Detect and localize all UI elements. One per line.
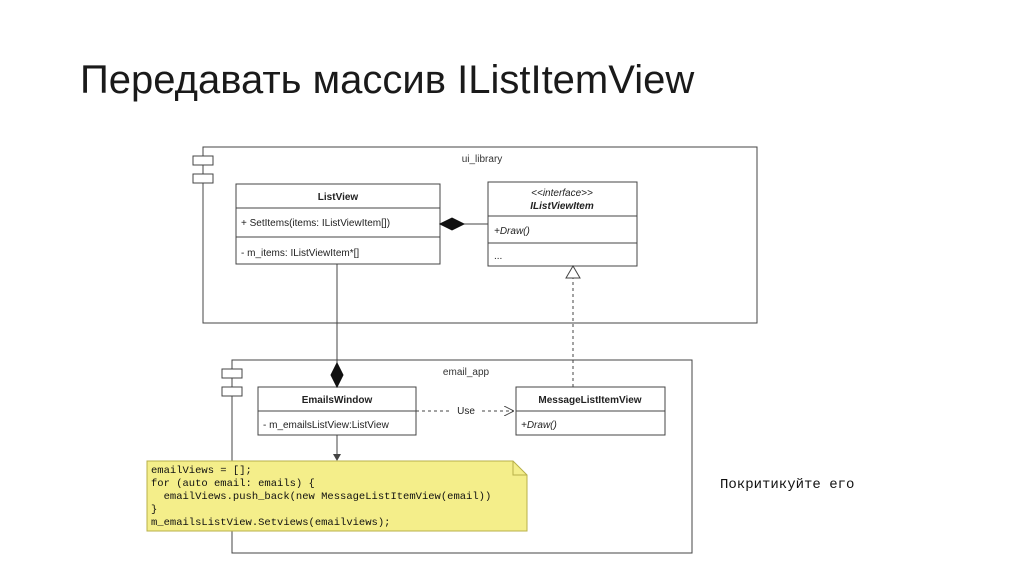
code-line: emailViews = []; bbox=[151, 465, 252, 477]
class-name: EmailsWindow bbox=[302, 395, 373, 406]
slide-title: Передавать массив IListItemView bbox=[80, 58, 695, 102]
class-field: ... bbox=[494, 251, 502, 262]
class-ilistviewitem: <<interface>> IListViewItem +Draw() ... bbox=[487, 181, 638, 267]
dependency-label: Use bbox=[457, 406, 475, 417]
class-name: IListViewItem bbox=[530, 201, 594, 212]
class-listview: ListView + SetItems(items: IListViewItem… bbox=[235, 183, 441, 265]
class-field: - m_items: IListViewItem*[] bbox=[241, 248, 359, 259]
composition-diamond bbox=[330, 361, 344, 389]
class-emailswindow: EmailsWindow - m_emailsListView:ListView bbox=[257, 386, 417, 436]
class-name: ListView bbox=[318, 192, 359, 203]
code-line: } bbox=[151, 504, 157, 516]
package-label-email-app: email_app bbox=[443, 367, 490, 378]
component-tab-bottom bbox=[192, 173, 214, 184]
class-stereotype: <<interface>> bbox=[531, 188, 593, 199]
package-label-ui-library: ui_library bbox=[462, 154, 503, 165]
component-tab-top bbox=[192, 155, 214, 166]
composition-emailswindow-listview bbox=[330, 264, 344, 389]
code-line: emailViews.push_back(new MessageListItem… bbox=[151, 491, 491, 503]
class-method: +Draw() bbox=[494, 226, 530, 237]
critique-note: Покритикуйте его bbox=[720, 477, 855, 493]
code-line: m_emailsListView.Setviews(emailviews); bbox=[151, 517, 390, 529]
class-method: +Draw() bbox=[521, 420, 557, 431]
component-tab-top bbox=[221, 368, 243, 379]
class-name: MessageListItemView bbox=[538, 395, 641, 406]
realization-triangle bbox=[565, 265, 581, 279]
note-fold bbox=[512, 461, 527, 476]
note-connector-arrow bbox=[333, 454, 341, 461]
dependency-use: Use bbox=[416, 404, 514, 417]
realization-messagelistitemview bbox=[565, 265, 581, 387]
composition-listview-items bbox=[438, 217, 488, 231]
class-field: - m_emailsListView:ListView bbox=[263, 420, 390, 431]
class-method: + SetItems(items: IListViewItem[]) bbox=[241, 218, 390, 229]
code-note: emailViews = []; for (auto email: emails… bbox=[146, 460, 528, 532]
code-line: for (auto email: emails) { bbox=[151, 478, 315, 490]
composition-diamond bbox=[438, 217, 466, 231]
component-tab-bottom bbox=[221, 386, 243, 397]
class-messagelistitemview: MessageListItemView +Draw() bbox=[515, 386, 666, 436]
